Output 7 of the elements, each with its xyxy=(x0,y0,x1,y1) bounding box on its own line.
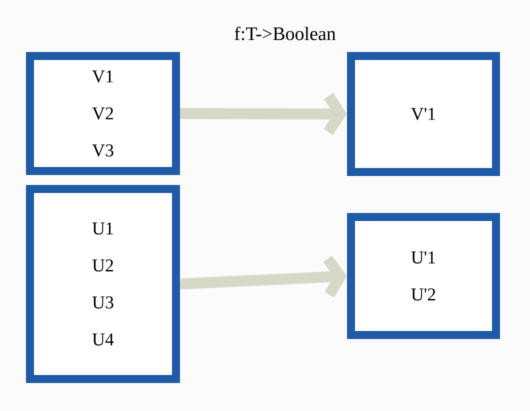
block-arrow xyxy=(180,92,347,135)
block-arrow xyxy=(180,256,347,298)
title: f:T->Boolean xyxy=(234,26,336,40)
list-box: V1 V2 V3 xyxy=(26,52,180,175)
list-box: V'1 xyxy=(347,52,500,176)
list-box: U1 U2 U3 U4 xyxy=(26,185,180,383)
list-box: U'1 U'2 xyxy=(347,213,500,339)
